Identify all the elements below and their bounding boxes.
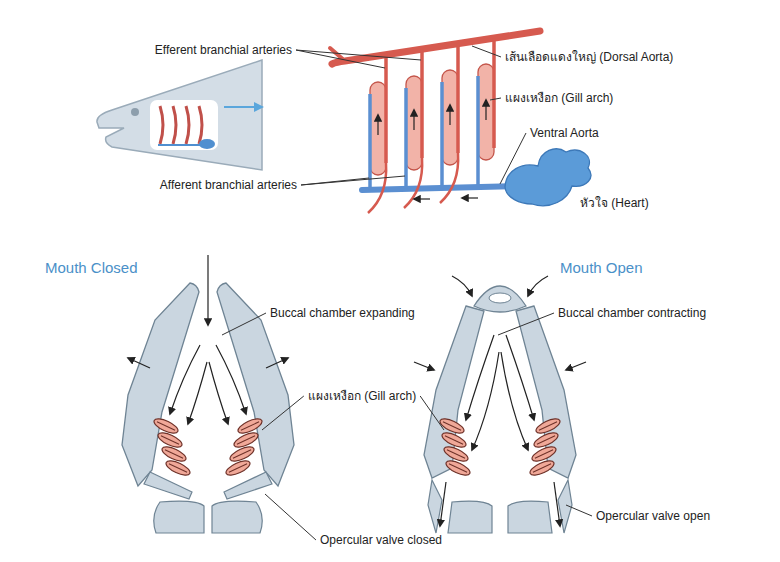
- aorta-label: Ventral Aorta: [530, 126, 599, 140]
- view-heading: Mouth Open: [560, 259, 643, 277]
- leader-line: [296, 50, 385, 68]
- leader-line: [472, 46, 501, 57]
- gill-arch: [442, 70, 458, 165]
- leader-line: [420, 396, 444, 430]
- leader-line: [500, 133, 526, 184]
- leader-line: [566, 505, 592, 516]
- ventral-aorta: [158, 144, 200, 146]
- snout-cap: [474, 286, 526, 312]
- fish-eye: [131, 108, 139, 116]
- gill-arch: [186, 106, 189, 144]
- mouth-opening: [489, 293, 511, 303]
- valve-label: Opercular valve closed: [320, 533, 442, 547]
- efferent-artery: [420, 49, 424, 158]
- aorta-label: เส้นเลือดแดงใหญ่ (Dorsal Aorta): [505, 50, 673, 64]
- gill-arch: [406, 76, 422, 170]
- flow-arrow: [413, 110, 414, 130]
- gill-label: แผงเหงือก (Gill arch): [308, 389, 416, 403]
- gill-arch: [199, 106, 202, 144]
- gill-arch: [160, 106, 163, 144]
- water-arrow: [207, 255, 208, 325]
- leader-line: [490, 98, 501, 100]
- fish-head: [97, 60, 262, 170]
- leader-line: [262, 396, 304, 430]
- buccal-half: [122, 283, 207, 533]
- buccal-half: [209, 283, 294, 533]
- efferent-artery: [456, 44, 460, 153]
- gill-label: แผงเหงือก (Gill arch): [505, 91, 613, 105]
- flow-arrow: [414, 198, 430, 199]
- flow-arrow: [377, 115, 378, 135]
- valve-label: Opercular valve open: [596, 509, 710, 523]
- heart: [505, 149, 591, 206]
- branch-vessel: [440, 153, 458, 203]
- flow-arrow: [485, 100, 486, 120]
- gill-arch: [173, 106, 176, 144]
- afferent-artery: [476, 76, 480, 187]
- leader-line: [498, 313, 554, 335]
- afferent-artery: [368, 94, 372, 190]
- artery-label: Afferent branchial arteries: [160, 178, 297, 192]
- zoom-arrow: [224, 106, 262, 108]
- leader-line: [265, 494, 316, 540]
- branch-vessel: [404, 158, 422, 208]
- afferent-artery: [404, 88, 408, 189]
- flow-arrow: [449, 105, 450, 125]
- branch-vessel: [368, 163, 386, 213]
- artery-label: Efferent branchial arteries: [155, 43, 292, 57]
- heart: [199, 139, 215, 149]
- chamber-label: Buccal chamber contracting: [558, 306, 706, 320]
- heart-label: หัวใจ (Heart): [580, 196, 649, 210]
- gill-cavity: [150, 100, 218, 150]
- afferent-artery: [440, 82, 444, 188]
- flow-arrow: [462, 197, 478, 198]
- chamber-label: Buccal chamber expanding: [270, 306, 415, 320]
- leader-line: [296, 50, 421, 60]
- view-heading: Mouth Closed: [45, 259, 138, 277]
- leader-line: [222, 313, 266, 335]
- gill-arch: [370, 82, 386, 175]
- efferent-artery: [384, 55, 388, 163]
- gill-arch: [478, 64, 494, 160]
- buccal-half: [414, 276, 499, 533]
- leader-line: [301, 176, 405, 185]
